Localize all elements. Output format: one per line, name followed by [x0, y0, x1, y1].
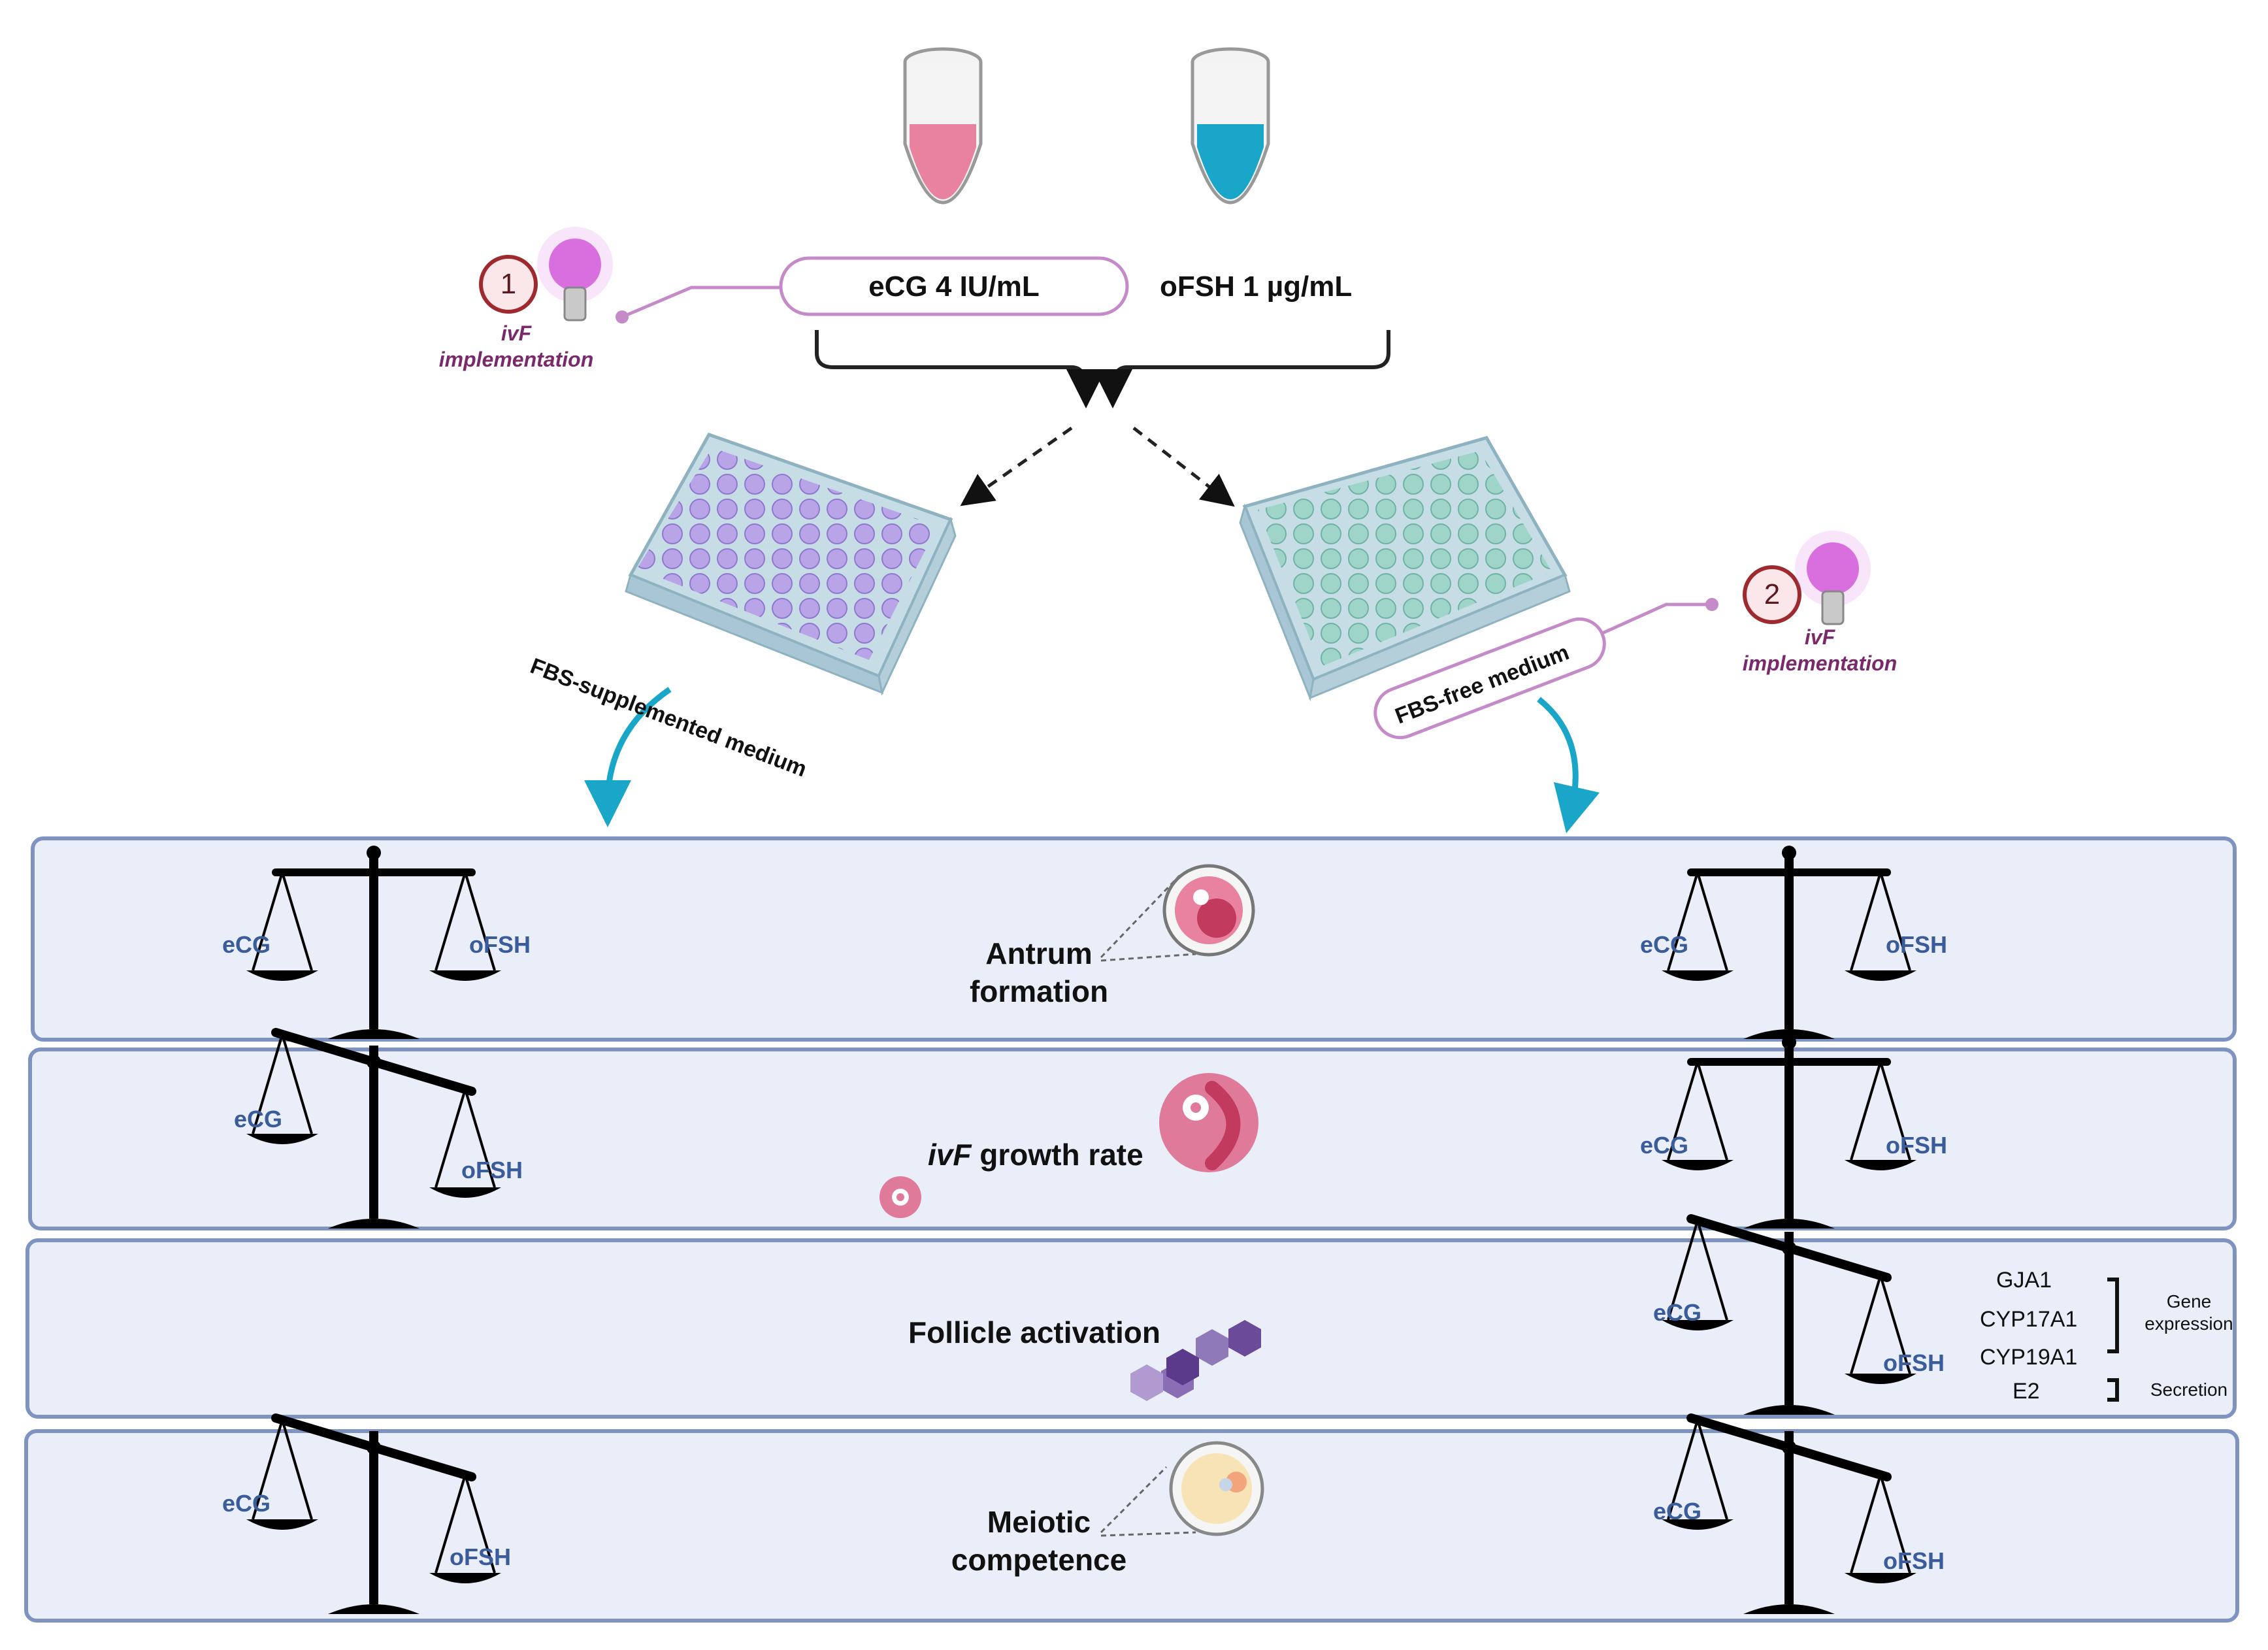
gene-expression-bracket [2107, 1278, 2119, 1353]
scale-label-ofsh-growth-right: oFSH [1886, 1132, 1947, 1159]
step-1-label: ivF implementation [428, 320, 604, 372]
row-title-meiotic-line-2: competence [951, 1543, 1127, 1577]
step-2-bulb-icon [1795, 531, 1871, 625]
teal-arrow-right [1537, 697, 1600, 834]
step-1-label-italic: ivF [501, 322, 532, 345]
teal-arrow-left [584, 687, 672, 827]
fbs-supplemented-plate-icon [625, 432, 957, 696]
small-follicle-icon [879, 1176, 921, 1218]
fbs-free-plate-icon [1239, 436, 1571, 702]
row-title-growth-italic: ivF [928, 1138, 972, 1172]
step-2-label: ivF implementation [1725, 624, 1915, 676]
panel-meiotic-competence [24, 1429, 2239, 1623]
step-1-connector [621, 286, 781, 319]
scale-label-ecg-growth-left: eCG [234, 1106, 283, 1132]
row-title-growth-rest: growth rate [971, 1138, 1143, 1172]
panel-follicle-activation [25, 1238, 2237, 1419]
merge-bracket [815, 330, 1106, 408]
row-title-antrum-line-2: formation [969, 974, 1109, 1008]
step-2-label-text: implementation [1742, 652, 1898, 675]
ecg-tube-icon [903, 47, 983, 205]
scale-label-ecg-activation-right: eCG [1653, 1299, 1702, 1326]
scale-label-ofsh-activation-right: oFSH [1883, 1349, 1945, 1376]
gene-cyp17a1: CYP17A1 [1980, 1307, 2078, 1332]
step-1-number: 1 [500, 268, 517, 300]
step-2-number: 2 [1764, 578, 1781, 610]
large-follicle-icon [1159, 1073, 1258, 1172]
scale-label-ecg-antrum-right: eCG [1640, 931, 1689, 958]
scale-label-ecg-growth-right: eCG [1640, 1132, 1689, 1159]
step-1-label-text: implementation [438, 348, 594, 371]
step-2-label-italic: ivF [1804, 625, 1835, 649]
scale-label-ofsh-meiotic-right: oFSH [1883, 1547, 1945, 1574]
scale-label-ecg-meiotic-right: eCG [1653, 1498, 1702, 1525]
step-2-marker [1743, 565, 1801, 624]
scale-label-ofsh-antrum-left: oFSH [469, 931, 531, 958]
split-arrow-left [960, 426, 1073, 506]
row-title-antrum-line-1: Antrum [985, 936, 1093, 970]
panel-ivf-growth-rate [28, 1048, 2237, 1230]
scale-label-ofsh-antrum-right: oFSH [1886, 931, 1947, 958]
gene-e2: E2 [2013, 1379, 2040, 1404]
ofsh-tube-icon [1191, 47, 1270, 205]
scale-label-ecg-meiotic-left: eCG [222, 1490, 271, 1517]
gene-expression-note: Gene expression [2130, 1291, 2248, 1335]
ecg-concentration-label: eCG 4 IU/mL [868, 271, 1040, 303]
oocyte-icon [1100, 1441, 1264, 1537]
row-title-meiotic-competence: Meiotic competence [941, 1503, 1137, 1579]
hexagon-cluster-icon [1130, 1320, 1261, 1401]
split-arrow-right [1132, 427, 1235, 507]
step-2-connector [1600, 602, 1712, 636]
gene-expression-note-line-2: expression [2145, 1313, 2233, 1334]
row-title-follicle-activation: Follicle activation [908, 1315, 1160, 1349]
fbs-free-label-pill [1373, 617, 1606, 740]
row-title-meiotic-line-1: Meiotic [987, 1505, 1091, 1539]
gene-gja1: GJA1 [1996, 1268, 2052, 1293]
antrum-follicle-icon [1100, 864, 1255, 962]
scale-label-ofsh-meiotic-left: oFSH [450, 1543, 511, 1570]
scale-label-ecg-antrum-left: eCG [222, 931, 271, 958]
ofsh-concentration-label: oFSH 1 µg/mL [1160, 271, 1353, 303]
gene-expression-note-line-1: Gene [2166, 1291, 2212, 1312]
merge-bracket-right [1093, 330, 1390, 408]
row-title-antrum-formation: Antrum formation [941, 934, 1137, 1010]
step-1-marker [479, 255, 538, 314]
secretion-note: Secretion [2150, 1379, 2228, 1400]
row-title-ivf-growth-rate: ivF growth rate [928, 1136, 1143, 1174]
step-1-bulb-icon [537, 227, 613, 322]
panel-antrum-formation [31, 836, 2237, 1042]
scale-label-ofsh-growth-left: oFSH [461, 1157, 523, 1183]
gene-cyp19a1: CYP19A1 [1980, 1345, 2078, 1370]
secretion-bracket [2107, 1378, 2119, 1402]
